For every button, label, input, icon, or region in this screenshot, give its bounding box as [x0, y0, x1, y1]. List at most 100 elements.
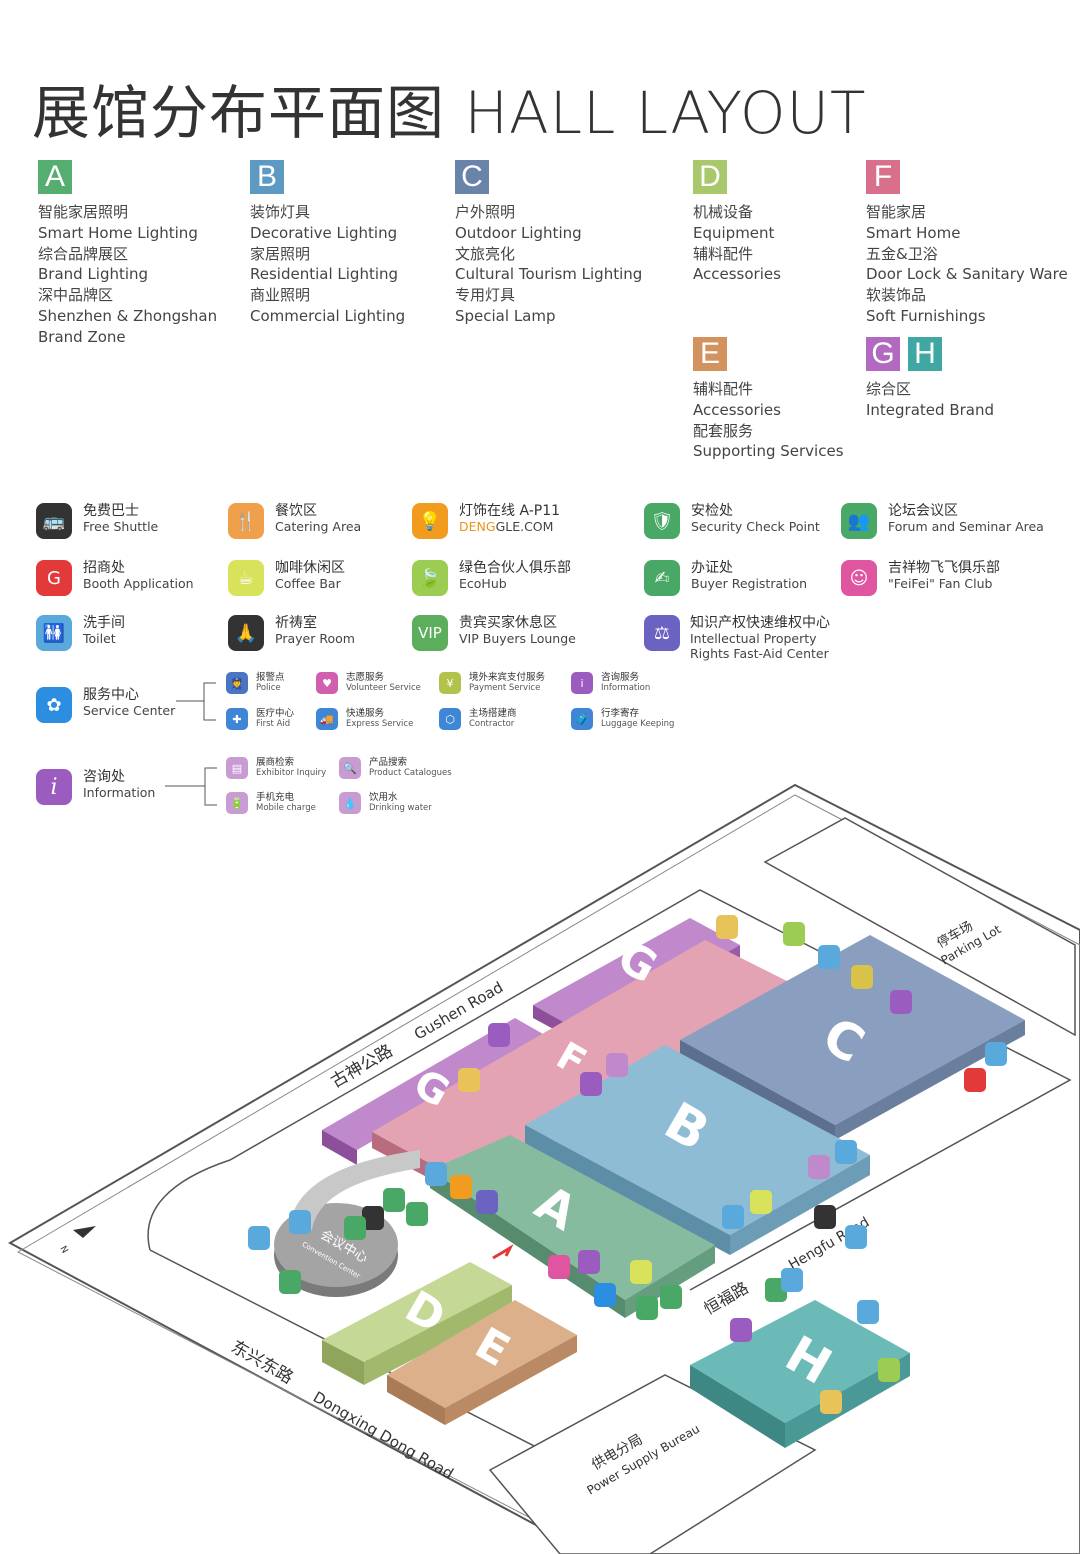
denggle-domain: GLE.COM: [495, 519, 554, 534]
coffee-pin-icon[interactable]: [750, 1190, 772, 1214]
zone-c-line: 文旅亮化: [455, 244, 516, 263]
service-label-en: Contractor: [469, 719, 515, 729]
parking-lot: [763, 817, 1076, 1037]
bulb-icon: 💡: [412, 503, 448, 539]
catering-pin-icon[interactable]: [716, 915, 738, 939]
facility-label-en: Rights Fast-Aid Center: [690, 646, 829, 661]
information-pin-icon[interactable]: [488, 1023, 510, 1047]
facility-label: 办证处: [691, 560, 733, 576]
zone-a-badge: A: [38, 160, 72, 194]
hall-a-top: [430, 1135, 715, 1300]
zone-c-line: Outdoor Lighting: [455, 223, 582, 242]
hall-e-front: [445, 1335, 577, 1425]
toilet-pin-icon[interactable]: [722, 1205, 744, 1229]
service-label-en: Payment Service: [469, 683, 541, 693]
ecohub-icon: 🍃: [412, 560, 448, 596]
facility-label: 灯饰在线 A-P11: [459, 503, 561, 519]
information-pin-icon[interactable]: [578, 1250, 600, 1274]
gilf-pin-icon[interactable]: [964, 1068, 986, 1092]
zone-e-badge: E: [693, 337, 727, 371]
toilet-pin-icon[interactable]: [781, 1268, 803, 1292]
toilet-pin-icon[interactable]: [845, 1225, 867, 1249]
toilet-pin-icon[interactable]: [818, 945, 840, 969]
toilet-pin-icon[interactable]: [835, 1140, 857, 1164]
exhibitor-inquiry-icon: ▤: [226, 757, 248, 779]
zone-e-line: Accessories: [693, 400, 781, 419]
security-pin-icon[interactable]: [406, 1202, 428, 1226]
hall-c-front: [835, 1020, 1025, 1140]
toilet-pin-icon[interactable]: [425, 1162, 447, 1186]
facility-label: 咖啡休闲区: [275, 560, 345, 576]
facility-label: 祈祷室: [275, 615, 317, 631]
registration-pin-icon[interactable]: [383, 1188, 405, 1212]
first-aid-icon: ✚: [226, 708, 248, 730]
service-center-pin-icon[interactable]: [594, 1283, 616, 1307]
inner-road: [147, 889, 1072, 1291]
north-arrow-icon: [73, 1226, 96, 1238]
zone-b-line: Decorative Lighting: [250, 223, 398, 242]
catering-pin-icon[interactable]: [458, 1068, 480, 1092]
toilet-pin-icon[interactable]: [985, 1042, 1007, 1066]
prayer-pin-icon[interactable]: [362, 1206, 384, 1230]
drinking-water-pin-icon[interactable]: [808, 1155, 830, 1179]
service-label: 主场搭建商: [469, 708, 517, 719]
zone-e-line: 配套服务: [693, 421, 754, 440]
toilet-pin-icon[interactable]: [857, 1300, 879, 1324]
coffee-pin-icon[interactable]: [630, 1260, 652, 1284]
forum-pin-icon[interactable]: [344, 1216, 366, 1240]
zone-d-line: Accessories: [693, 265, 781, 284]
zone-d-line: 机械设备: [693, 203, 754, 221]
zone-b-line: Commercial Lighting: [250, 306, 406, 325]
facility-label: 绿色合伙人俱乐部: [459, 560, 571, 576]
zone-gh-line: 综合区: [866, 380, 912, 398]
feifei-icon: ☺: [841, 560, 877, 596]
hall-b-side: [525, 1125, 730, 1255]
facility-label-en: Coffee Bar: [275, 576, 341, 591]
feifei-pin-icon[interactable]: [548, 1255, 570, 1279]
info-label: 饮用水: [369, 792, 398, 803]
ecohub-pin-icon[interactable]: [783, 922, 805, 946]
zone-a-line: Brand Zone: [38, 327, 126, 346]
information-pin-icon[interactable]: [730, 1318, 752, 1342]
zone-c-badge: C: [455, 160, 489, 194]
ecohub-pin-icon[interactable]: [878, 1358, 900, 1382]
facility-label-en: Toilet: [83, 631, 116, 646]
toilet-pin-icon[interactable]: [248, 1226, 270, 1250]
zone-gh-legend: G H 综合区 Integrated Brand: [866, 337, 1076, 421]
facility-label: 知识产权快速维权中心: [690, 615, 830, 631]
toilet-pin-icon[interactable]: [289, 1210, 311, 1234]
information-pin-icon[interactable]: [890, 990, 912, 1014]
drinking-water-pin-icon[interactable]: [606, 1053, 628, 1077]
information-bracket: [165, 767, 217, 806]
zone-c-legend: C 户外照明 Outdoor Lighting 文旅亮化 Cultural To…: [455, 160, 665, 327]
zone-gh-line: Integrated Brand: [866, 400, 994, 419]
info-label: 手机充电: [256, 792, 295, 803]
facility-label: 免费巴士: [83, 503, 139, 519]
security-pin-icon[interactable]: [636, 1296, 658, 1320]
catering-pin-icon[interactable]: [820, 1390, 842, 1414]
hall-d-top: [322, 1262, 512, 1362]
coffee-pin-icon[interactable]: [851, 965, 873, 989]
zone-d-line: Equipment: [693, 223, 775, 242]
security-pin-icon[interactable]: [279, 1270, 301, 1294]
zone-f-line: 智能家居: [866, 203, 927, 221]
facility-label-en: Booth Application: [83, 576, 194, 591]
facility-label-en: Security Check Point: [691, 519, 820, 534]
hall-c-top: [680, 935, 1025, 1125]
bulb-pin-icon[interactable]: [450, 1175, 472, 1199]
information-pin-icon[interactable]: [580, 1072, 602, 1096]
bus-pin-icon[interactable]: [814, 1205, 836, 1229]
zone-f-line: Smart Home: [866, 223, 961, 242]
ip-pin-icon[interactable]: [476, 1190, 498, 1214]
registration-pin-icon[interactable]: [660, 1285, 682, 1309]
